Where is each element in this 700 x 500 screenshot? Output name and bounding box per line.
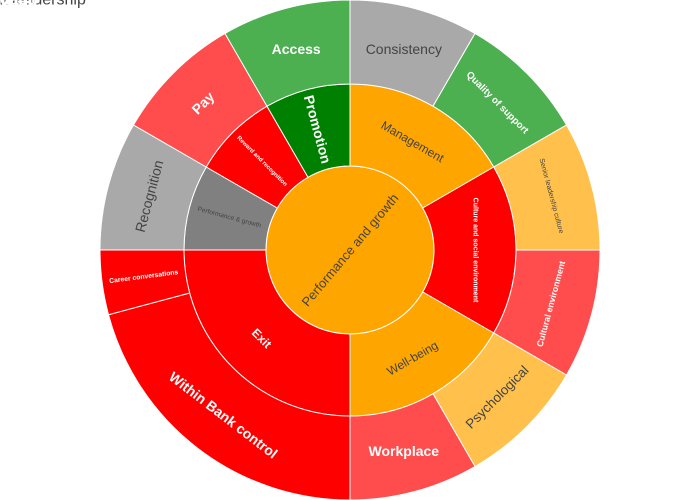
label-workplace: Workplace [369, 443, 440, 459]
label-approach: Approach [0, 0, 37, 9]
label-relevant: Relevant [0, 0, 34, 9]
sector-workplace[interactable] [349, 393, 476, 500]
label-access: Access [272, 41, 321, 57]
sunburst-sectors [100, 0, 601, 500]
label-consistency: Consistency [366, 41, 442, 57]
label-culture-and-social-environment: Culture and social environment [472, 198, 479, 303]
label-management-leadership: Management leadership [0, 0, 86, 9]
